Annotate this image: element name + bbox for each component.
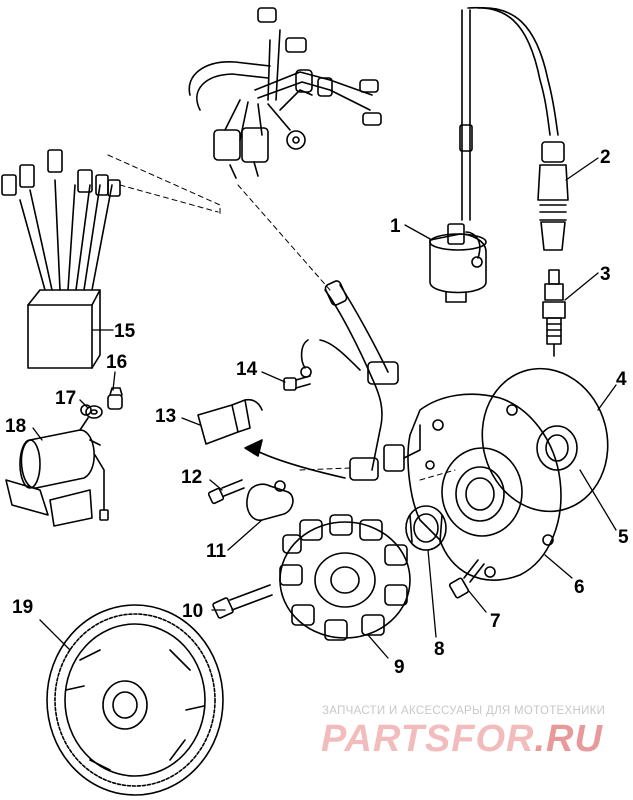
screw-14	[283, 375, 311, 391]
oil-seal-large	[405, 505, 447, 551]
watermark-logo-main: PARTSFOR	[321, 718, 535, 760]
callout-17: 17	[55, 388, 76, 409]
pulser-coil	[197, 398, 263, 445]
spark-plug-cap	[537, 141, 569, 251]
watermark-logo-tld: .RU	[534, 718, 603, 760]
stator-cover-plate	[407, 393, 562, 581]
callout-1: 1	[390, 216, 401, 237]
cdi-mount-bolt	[107, 387, 123, 410]
callout-11: 11	[206, 541, 227, 562]
callout-numbers: 1 2 3 4 5 6 7 8 9 10 11 12 13 14 15 16 1…	[5, 147, 629, 678]
stator	[279, 514, 411, 641]
cdi-unit	[1, 149, 121, 369]
callout-9: 9	[394, 657, 405, 678]
callout-12: 12	[181, 467, 202, 488]
callout-13: 13	[155, 406, 176, 427]
assembly-arrow	[254, 449, 346, 479]
oil-seal-small	[536, 425, 578, 471]
starter-relay	[5, 404, 109, 527]
high-tension-lead	[459, 6, 559, 221]
callout-7: 7	[490, 611, 501, 632]
flywheel	[46, 604, 224, 796]
callout-14: 14	[236, 359, 258, 380]
stator-wiring	[300, 339, 421, 481]
ignition-coil	[429, 223, 487, 303]
callout-16: 16	[106, 352, 127, 373]
callout-6: 6	[574, 577, 585, 598]
callout-10: 10	[182, 601, 203, 622]
callout-8: 8	[434, 639, 445, 660]
callout-15: 15	[114, 321, 136, 342]
bolt-10	[212, 584, 273, 619]
main-wiring-harness	[188, 7, 389, 379]
callout-4: 4	[616, 369, 627, 390]
callout-2: 2	[600, 147, 611, 168]
wire-clamp	[246, 480, 294, 521]
o-ring	[481, 367, 609, 513]
spark-plug	[542, 269, 566, 357]
leader-lines	[32, 157, 617, 659]
callout-3: 3	[600, 264, 611, 285]
bolt-7	[448, 559, 485, 599]
screw-12	[207, 479, 245, 505]
callout-18: 18	[5, 416, 26, 437]
arrow-head	[244, 439, 263, 457]
guide-lines	[107, 154, 456, 481]
callout-5: 5	[618, 527, 629, 548]
callout-19: 19	[12, 597, 33, 618]
watermark-logo: PARTSFOR.RU	[321, 718, 603, 761]
watermark-tagline: ЗАПЧАСТИ И АКСЕССУАРЫ ДЛЯ МОТОТЕХНИКИ	[322, 705, 606, 717]
